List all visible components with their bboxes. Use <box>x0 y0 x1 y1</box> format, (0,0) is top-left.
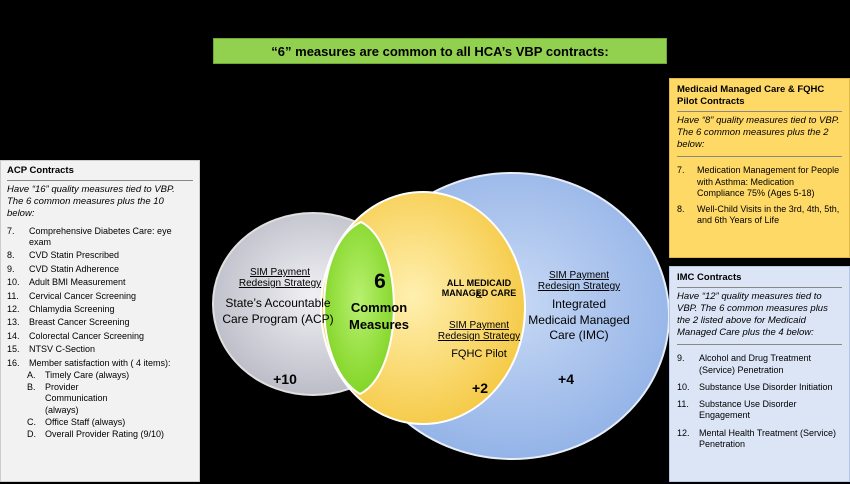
fqhc-count: +2 <box>472 380 488 396</box>
list-item: 8.CVD Statin Prescribed <box>7 250 120 261</box>
list-item: 14.Colorectal Cancer Screening <box>7 330 145 341</box>
common-measures-banner: “6” measures are common to all HCA’s VBP… <box>213 38 667 64</box>
mmc-divider-2 <box>677 156 842 158</box>
acp-intro: Have “16” quality measures tied to VBP. … <box>7 183 175 219</box>
fqhc-amp: & <box>475 290 483 301</box>
list-item: 8.Well-Child Visits in the 3rd, 4th, 5th… <box>677 204 840 226</box>
acp-measure-list: 7.Comprehensive Diabetes Care: eye exam … <box>7 226 193 442</box>
mmc-divider <box>677 110 842 112</box>
list-item: 12.Chlamydia Screening <box>7 303 115 314</box>
imc-divider <box>677 286 842 288</box>
list-item: 10.Adult BMI Measurement <box>7 277 126 288</box>
list-item: 16.Member satisfaction with ( 4 items): … <box>7 358 193 442</box>
imc-box-title: IMC Contracts <box>677 272 742 283</box>
imc-name: Integrated Medicaid Managed Care (IMC) <box>528 297 630 343</box>
list-item: 12.Mental Health Treatment (Service) Pen… <box>677 427 837 449</box>
fqhc-title: ALL MEDICAID MANAGED CARE <box>441 278 517 298</box>
list-item: B.Provider Communication (always) <box>27 382 108 415</box>
acp-count: +10 <box>273 371 297 387</box>
common-measures-lens <box>323 220 395 396</box>
list-item: 9.Alcohol and Drug Treatment (Service) P… <box>677 353 812 375</box>
imc-strategy: SIM Payment Redesign Strategy <box>537 270 621 292</box>
list-item: 11.Substance Use Disorder Engagement <box>677 399 797 421</box>
list-item: 9.CVD Statin Adherence <box>7 263 120 274</box>
satisfaction-sublist: A.Timely Care (always) B.Provider Commun… <box>13 370 193 442</box>
list-item: 13.Breast Cancer Screening <box>7 317 130 328</box>
acp-name: State’s Accountable Care Program (ACP) <box>222 296 334 326</box>
imc-count: +4 <box>558 371 574 387</box>
list-item: 11.Cervical Cancer Screening <box>7 290 137 301</box>
list-item: D.Overall Provider Rating (9/10) <box>27 429 165 440</box>
acp-strategy: SIM Payment Redesign Strategy <box>238 267 322 289</box>
acp-divider <box>7 179 193 181</box>
imc-contracts-box: IMC Contracts Have “12” quality measures… <box>669 266 850 482</box>
fqhc-strategy: SIM Payment Redesign Strategy <box>437 320 521 342</box>
imc-divider-2 <box>677 344 842 346</box>
acp-contracts-box: ACP Contracts Have “16” quality measures… <box>0 160 200 482</box>
mmc-box-title: Medicaid Managed Care & FQHC Pilot Contr… <box>677 84 825 107</box>
venn-diagram <box>212 172 670 460</box>
list-item: 7.Comprehensive Diabetes Care: eye exam <box>7 225 172 247</box>
list-item: 15.NTSV C-Section <box>7 344 96 355</box>
common-label: Common Measures <box>349 300 409 332</box>
list-item: 10.Substance Use Disorder Initiation <box>677 381 833 392</box>
common-number: 6 <box>374 270 386 293</box>
list-item: C.Office Staff (always) <box>27 416 126 427</box>
imc-intro: Have “12” quality measures tied to VBP. … <box>677 290 828 338</box>
list-item: 7.Medication Management for People with … <box>677 165 840 198</box>
mmc-intro: Have “8” quality measures tied to VBP. T… <box>677 114 840 150</box>
list-item: A.Timely Care (always) <box>27 369 130 380</box>
fqhc-name: FQHC Pilot <box>451 348 507 360</box>
acp-box-title: ACP Contracts <box>7 165 74 176</box>
mmc-fqhc-contracts-box: Medicaid Managed Care & FQHC Pilot Contr… <box>669 78 850 258</box>
